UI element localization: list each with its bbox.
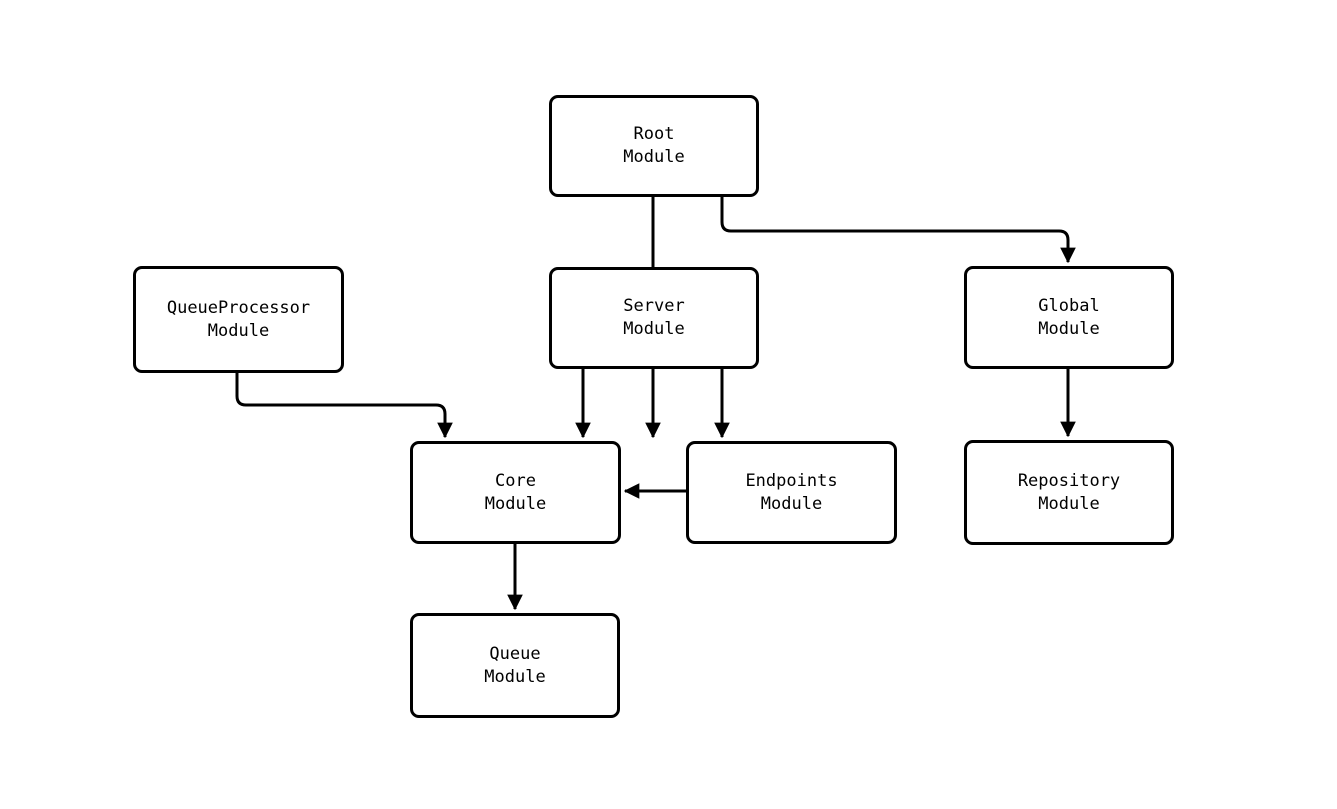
node-queueprocessor[interactable]: QueueProcessor Module	[133, 266, 344, 373]
node-queueprocessor-name: QueueProcessor	[166, 297, 311, 318]
node-global-name: Global	[1038, 295, 1100, 316]
node-repository-suffix: Module	[1038, 493, 1100, 514]
node-global-suffix: Module	[1038, 318, 1100, 339]
node-endpoints-name: Endpoints	[745, 470, 838, 491]
node-queueprocessor-suffix: Module	[207, 320, 270, 341]
node-global[interactable]: Global Module	[964, 266, 1174, 369]
node-server[interactable]: Server Module	[549, 267, 759, 369]
node-endpoints-suffix: Module	[760, 493, 823, 514]
node-server-name: Server	[623, 296, 685, 316]
node-queue[interactable]: Queue Module	[410, 613, 620, 718]
node-queue-name: Queue	[489, 643, 541, 664]
node-root[interactable]: Root Module	[549, 95, 759, 197]
node-endpoints[interactable]: Endpoints Module	[686, 441, 897, 544]
node-root-suffix: Module	[623, 147, 685, 167]
edge-root-to-global	[720, 197, 1076, 264]
node-repository-name: Repository	[1017, 470, 1121, 491]
node-core[interactable]: Core Module	[410, 441, 621, 544]
node-repository[interactable]: Repository Module	[964, 440, 1174, 545]
edge-queueprocessor-to-core	[235, 373, 453, 439]
node-core-suffix: Module	[484, 493, 547, 514]
node-core-name: Core	[495, 470, 536, 491]
node-server-suffix: Module	[623, 319, 685, 339]
node-root-name: Root	[633, 124, 675, 144]
node-queue-suffix: Module	[484, 666, 546, 687]
